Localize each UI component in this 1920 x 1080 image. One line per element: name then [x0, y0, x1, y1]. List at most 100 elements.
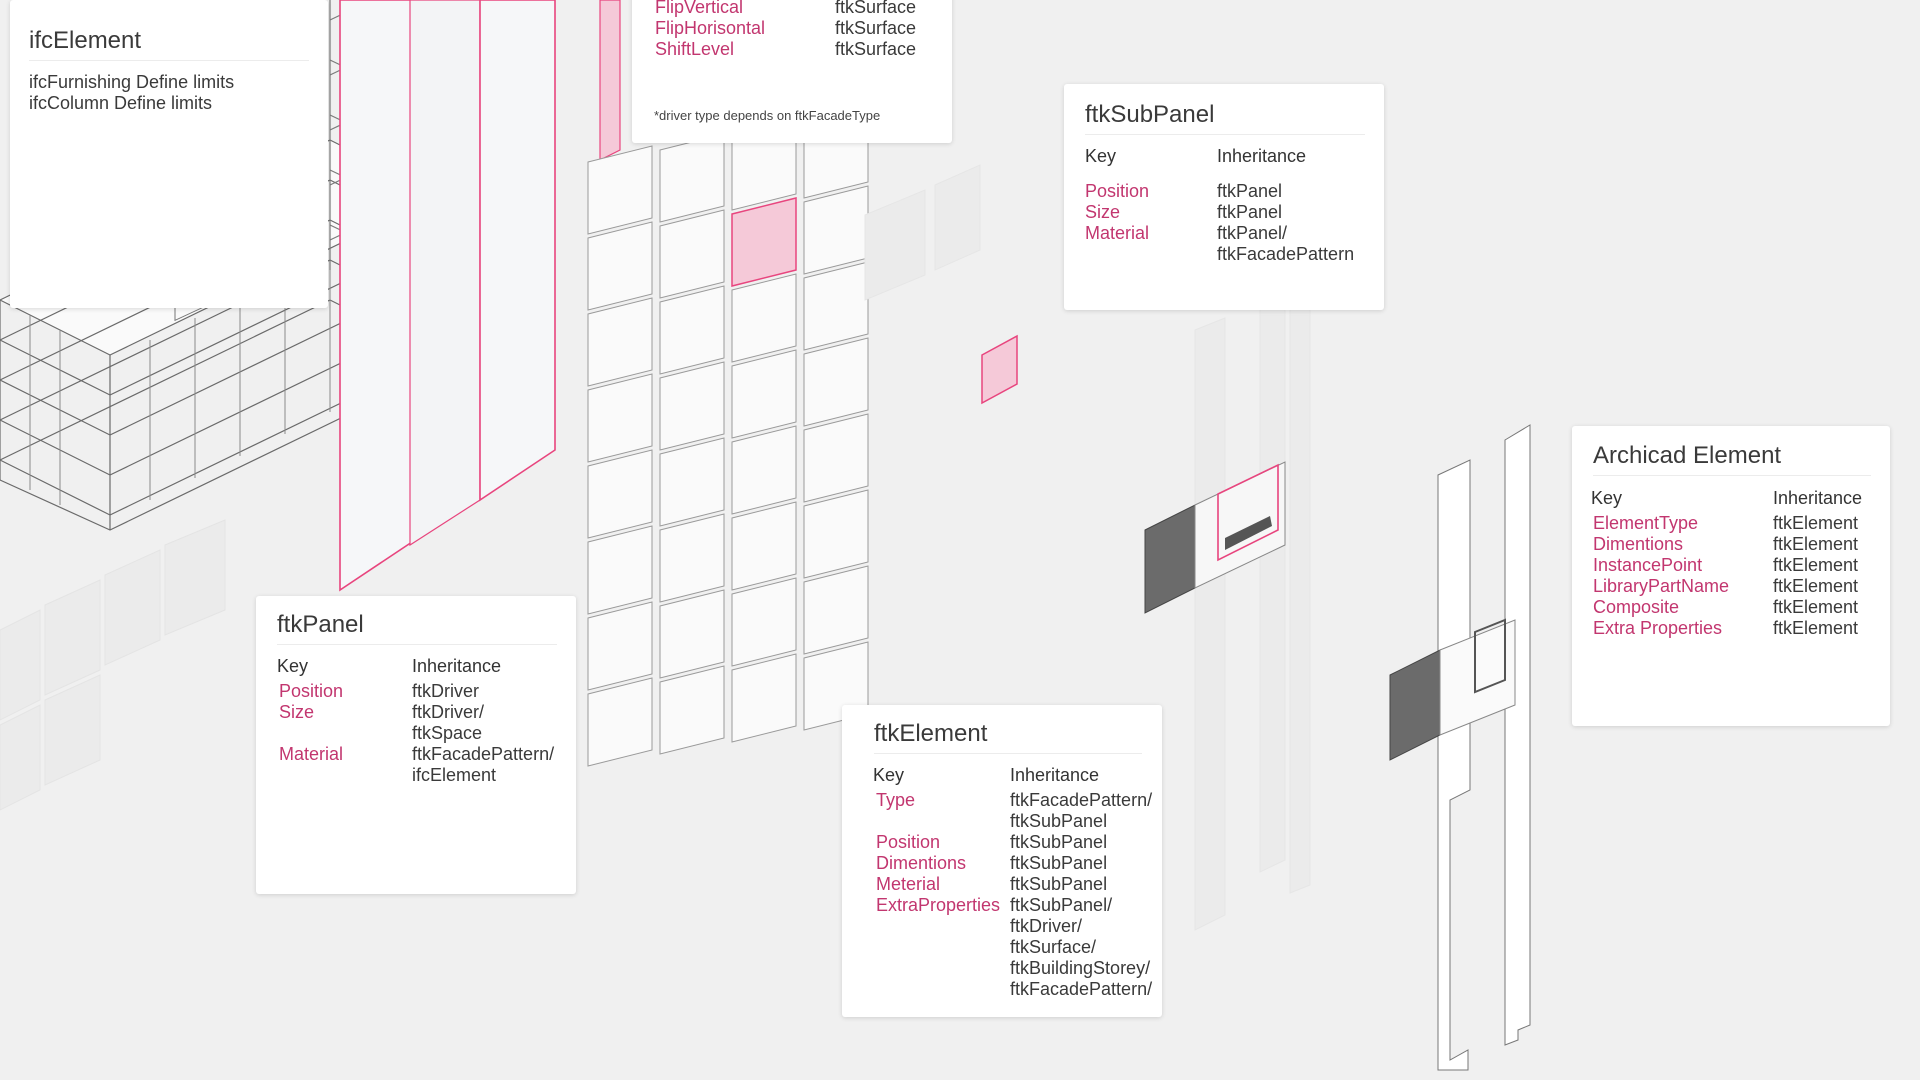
- row-key: Material: [279, 744, 344, 764]
- row-key: Dimentions: [1593, 534, 1684, 554]
- subpanel-cell: [803, 185, 869, 275]
- subpanel-cell: [659, 361, 725, 451]
- window-element-1: [1144, 461, 1286, 614]
- row-key: ElementType: [1593, 513, 1699, 533]
- row-value: ftkElement: [1773, 597, 1859, 617]
- subpanel-cell: [731, 425, 797, 515]
- ifc-element-card: ifcElement ifcFurnishing Define limits i…: [10, 0, 328, 308]
- row-value: ftkDriver: [412, 681, 479, 701]
- subpanel-cell: [659, 437, 725, 527]
- subpanel-cell: [731, 577, 797, 667]
- subpanel-cell: [803, 413, 869, 503]
- key-column-header: Key: [277, 656, 309, 676]
- row-value: ftkSurface: [835, 39, 917, 59]
- row-value: ftkSubPanel: [1010, 874, 1108, 894]
- subpanel-cell: [659, 209, 725, 299]
- row-value: ifcElement: [412, 765, 497, 785]
- row-value: ftkDriver/: [1010, 916, 1082, 936]
- footnote: *driver type depends on ftkFacadeType: [654, 108, 881, 123]
- row-key: FlipHorisontal: [655, 18, 766, 38]
- description-line: ifcFurnishing Define limits: [29, 72, 235, 92]
- subpanel-cell: [731, 197, 797, 287]
- row-value: ftkElement: [1773, 555, 1859, 575]
- subpanel-cell: [587, 145, 653, 235]
- ftk-subpanel-card: ftkSubPanel Key Inheritance Position ftk…: [1064, 84, 1384, 310]
- card-title: ftkSubPanel: [1085, 101, 1215, 128]
- divider: [1085, 134, 1365, 135]
- row-key: Material: [1085, 223, 1150, 243]
- row-value: ftkFacadePattern/: [1010, 790, 1153, 810]
- subpanel-cell: [731, 273, 797, 363]
- ghost-panels-left: [0, 519, 226, 811]
- divider: [29, 60, 309, 61]
- inheritance-column-header: Inheritance: [1773, 488, 1863, 508]
- driver-card: FlipVertical ftkSurface FlipHorisontal f…: [632, 0, 952, 143]
- ftk-panel-card: ftkPanel Key Inheritance Position ftkDri…: [256, 596, 576, 894]
- subpanel-cell: [659, 665, 725, 755]
- row-value: ftkFacadePattern/: [1010, 979, 1153, 999]
- row-value: ftkSubPanel: [1010, 853, 1108, 873]
- row-key: Type: [876, 790, 916, 810]
- subpanel-cell: [803, 261, 869, 351]
- key-column-header: Key: [1591, 488, 1623, 508]
- subpanel-cell: [731, 501, 797, 591]
- divider: [277, 644, 557, 645]
- row-value: ftkPanel: [1217, 181, 1283, 201]
- row-value: ftkSurface: [835, 0, 917, 17]
- inheritance-column-header: Inheritance: [1217, 146, 1307, 166]
- row-key: ShiftLevel: [655, 39, 735, 59]
- ftk-element-card: ftkElement Key Inheritance Type ftkFacad…: [842, 705, 1162, 1017]
- row-key: ExtraProperties: [876, 895, 1001, 915]
- description-line: ifcColumn Define limits: [29, 93, 213, 113]
- inheritance-column-header: Inheritance: [1010, 765, 1100, 785]
- subpanel-cell: [731, 653, 797, 743]
- row-value: ftkSubPanel/: [1010, 895, 1113, 915]
- divider: [1593, 475, 1871, 476]
- row-value: ftkFacadePattern/: [412, 744, 555, 764]
- subpanel-cell: [587, 677, 653, 767]
- row-value: ftkSurface: [835, 18, 917, 38]
- row-value: ftkElement: [1773, 618, 1859, 638]
- subpanel-cell: [803, 489, 869, 579]
- column-element: [1389, 424, 1531, 1071]
- row-key: FlipVertical: [655, 0, 744, 17]
- row-value: ftkSubPanel: [1010, 811, 1108, 831]
- inheritance-column-header: Inheritance: [412, 656, 502, 676]
- archicad-element-card: Archicad Element Key Inheritance Element…: [1572, 426, 1890, 726]
- driver-planes: [339, 0, 621, 592]
- subpanel-cell: [659, 285, 725, 375]
- subpanel-cell: [587, 221, 653, 311]
- subpanel-cell: [587, 373, 653, 463]
- card-title: Archicad Element: [1593, 442, 1782, 469]
- subpanel-cell: [731, 349, 797, 439]
- key-column-header: Key: [1085, 146, 1117, 166]
- row-key: Position: [876, 832, 941, 852]
- subpanel-grid: [587, 109, 869, 767]
- floating-subpanel: [981, 334, 1018, 405]
- row-value: ftkPanel/: [1217, 223, 1288, 243]
- row-key: Extra Properties: [1593, 618, 1723, 638]
- key-column-header: Key: [873, 765, 905, 785]
- row-value: ftkElement: [1773, 576, 1859, 596]
- row-key: LibraryPartName: [1593, 576, 1730, 596]
- subpanel-cell: [659, 133, 725, 223]
- ghost-panels-middle: [864, 164, 1311, 931]
- subpanel-cell: [587, 601, 653, 691]
- subpanel-cell: [587, 297, 653, 387]
- row-value: ftkSurface/: [1010, 937, 1097, 957]
- subpanel-cell: [587, 525, 653, 615]
- row-key: InstancePoint: [1593, 555, 1703, 575]
- row-value: ftkElement: [1773, 534, 1859, 554]
- subpanel-cell: [659, 589, 725, 679]
- subpanel-cell: [803, 337, 869, 427]
- card-title: ifcElement: [29, 27, 142, 54]
- row-key: Position: [1085, 181, 1150, 201]
- row-value: ftkDriver/: [412, 702, 484, 722]
- row-value: ftkBuildingStorey/: [1010, 958, 1151, 978]
- row-value: ftkFacadePattern: [1217, 244, 1355, 264]
- row-value: ftkPanel: [1217, 202, 1283, 222]
- row-value: ftkSpace: [412, 723, 483, 743]
- card-title: ftkElement: [874, 720, 988, 747]
- subpanel-cell: [659, 513, 725, 603]
